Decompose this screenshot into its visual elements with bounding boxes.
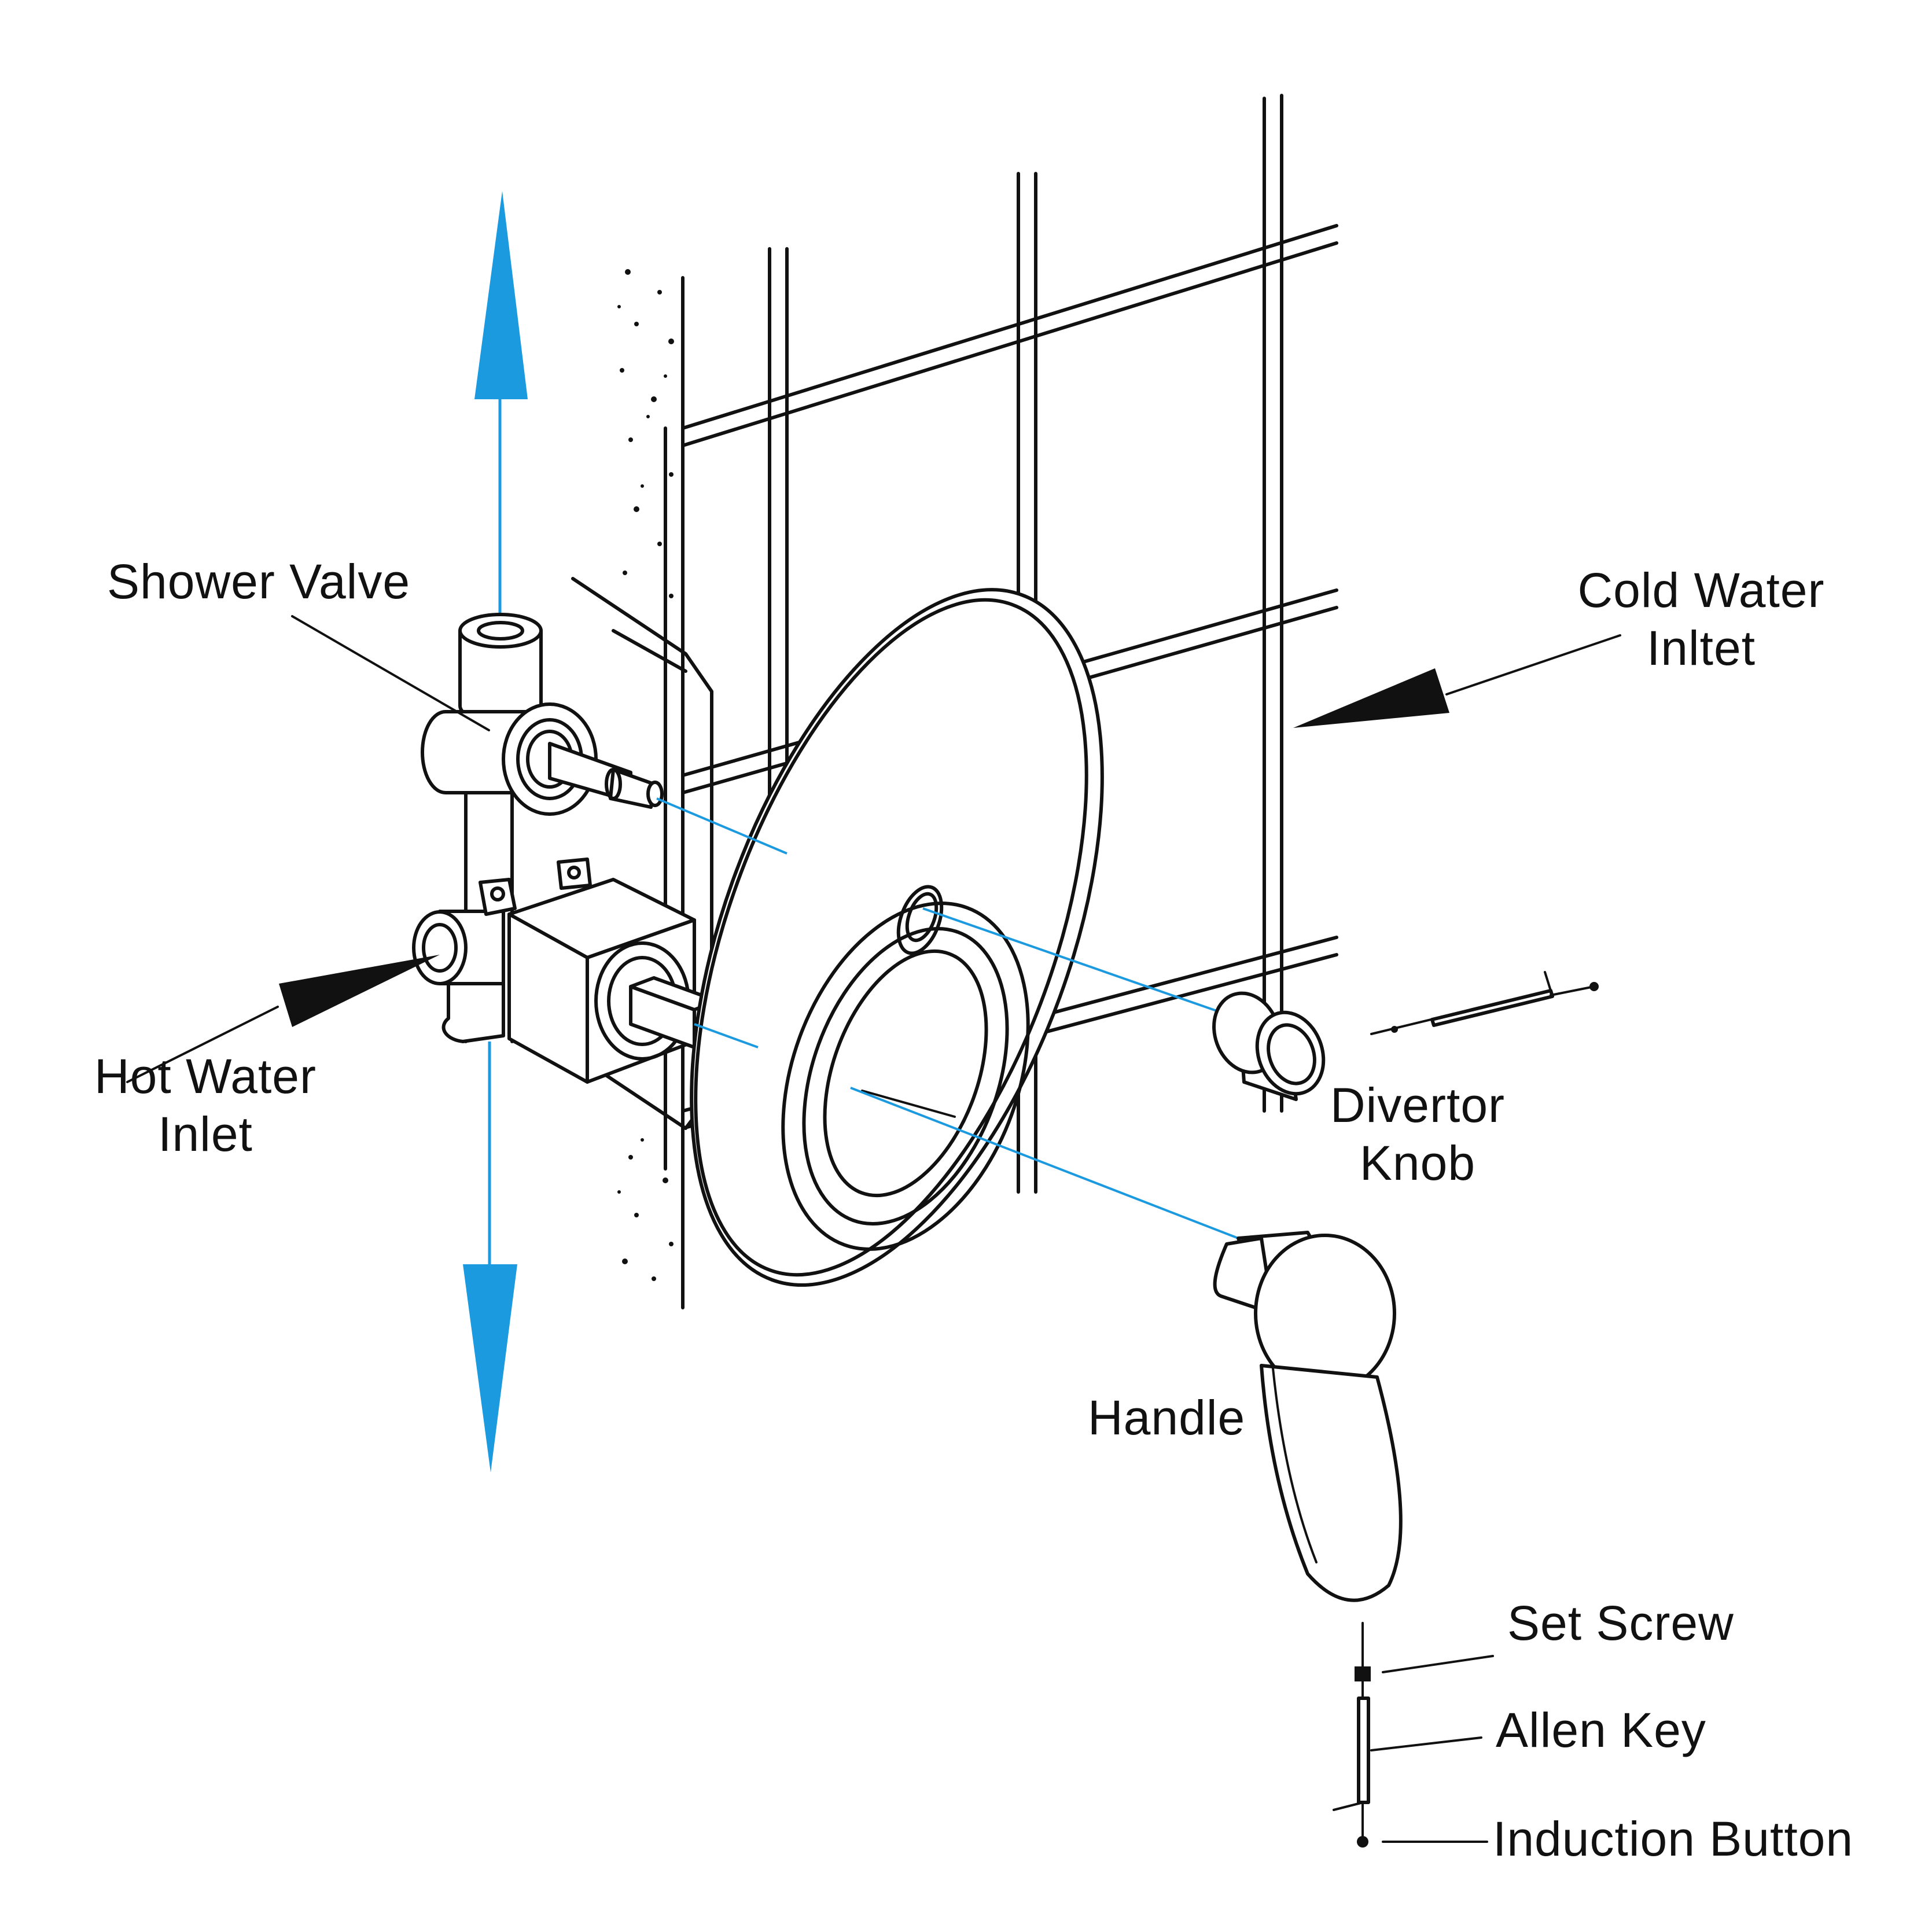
small-parts (1333, 1622, 1371, 1848)
label-cold-water-line1: Cold Water (1577, 563, 1825, 617)
label-cold-water-inlet: Cold Water Inltet (1516, 561, 1886, 677)
allen-key-icon (1357, 1697, 1370, 1804)
label-handle: Handle (1088, 1390, 1246, 1445)
induction-button-icon (1357, 1836, 1368, 1848)
shower-valve-body (412, 613, 719, 1084)
upper-outlet-arrow-icon (474, 191, 528, 399)
label-divertor-knob: Divertor Knob (1296, 1076, 1539, 1192)
label-allen-key: Allen Key (1496, 1703, 1706, 1757)
label-hot-water-line2: Inlet (158, 1107, 253, 1161)
label-cold-water-line2: Inltet (1646, 621, 1756, 675)
set-screw-icon (1355, 1666, 1371, 1681)
leader-shower-valve (291, 615, 490, 731)
label-shower-valve: Shower Valve (107, 554, 411, 609)
alignment-lines (656, 797, 1239, 1239)
leader-allen-key (1370, 1736, 1482, 1751)
outlet-flow-arrows (463, 191, 528, 1473)
label-hot-water-inlet: Hot Water Inlet (69, 1047, 341, 1163)
hot-inlet-arrow-icon (279, 955, 440, 1027)
allen-key-loose (1370, 971, 1599, 1035)
lower-outlet-arrow-icon (463, 1264, 517, 1473)
leader-lines (291, 615, 1494, 1843)
label-hot-water-line1: Hot Water (94, 1049, 317, 1103)
divertor-knob (1212, 991, 1326, 1101)
wall-section (571, 269, 713, 1292)
cold-inlet-arrow-icon (1293, 668, 1449, 728)
lever-handle (1213, 1231, 1403, 1602)
label-divertor-line2: Knob (1359, 1136, 1476, 1190)
leader-set-screw (1382, 1655, 1494, 1673)
escutcheon-plate (690, 588, 1104, 1287)
label-set-screw: Set Screw (1507, 1596, 1734, 1650)
label-divertor-line1: Divertor (1330, 1078, 1506, 1132)
inlet-arrows (126, 634, 1621, 1083)
label-induction-button: Induction Button (1493, 1812, 1854, 1866)
